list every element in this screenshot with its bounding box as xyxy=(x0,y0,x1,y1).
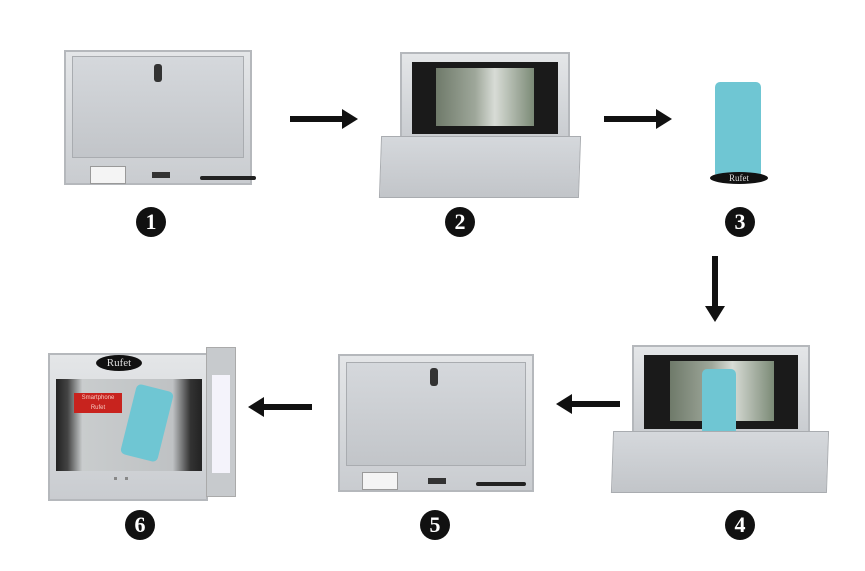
step-number-3: 3 xyxy=(725,207,755,237)
step-4 xyxy=(610,343,832,498)
arrow-left xyxy=(556,394,620,414)
open-door xyxy=(610,431,830,493)
lock-icon xyxy=(430,368,438,386)
step-number-5: 5 xyxy=(420,510,450,540)
side-light-panel xyxy=(212,375,230,473)
arrow-right xyxy=(604,109,672,129)
step-2 xyxy=(378,50,583,202)
arrow-down xyxy=(705,256,725,322)
step-6: Rufet Smartphone Rufet xyxy=(44,345,238,507)
power-cable xyxy=(476,482,526,486)
step-number-6: 6 xyxy=(125,510,155,540)
product-label xyxy=(362,472,398,490)
step-number-2: 2 xyxy=(445,207,475,237)
power-cable xyxy=(200,176,256,180)
arrow-right xyxy=(290,109,358,129)
step-1 xyxy=(62,48,262,193)
port xyxy=(152,172,170,178)
open-door xyxy=(378,136,582,198)
display-sign: Smartphone Rufet xyxy=(74,393,122,413)
display-image xyxy=(436,68,534,126)
product-label xyxy=(90,166,126,184)
lock-icon xyxy=(154,64,162,82)
step-5 xyxy=(336,352,536,497)
phone-in-case xyxy=(715,82,761,178)
phone-in-case xyxy=(702,369,736,435)
step-3: Rufet xyxy=(700,78,780,188)
arrow-left xyxy=(248,397,312,417)
step-number-4: 4 xyxy=(725,510,755,540)
port xyxy=(428,478,446,484)
stand-logo: Rufet xyxy=(710,172,768,184)
indicator-lights xyxy=(114,477,128,480)
step-number-1: 1 xyxy=(136,207,166,237)
brand-logo: Rufet xyxy=(96,355,142,371)
